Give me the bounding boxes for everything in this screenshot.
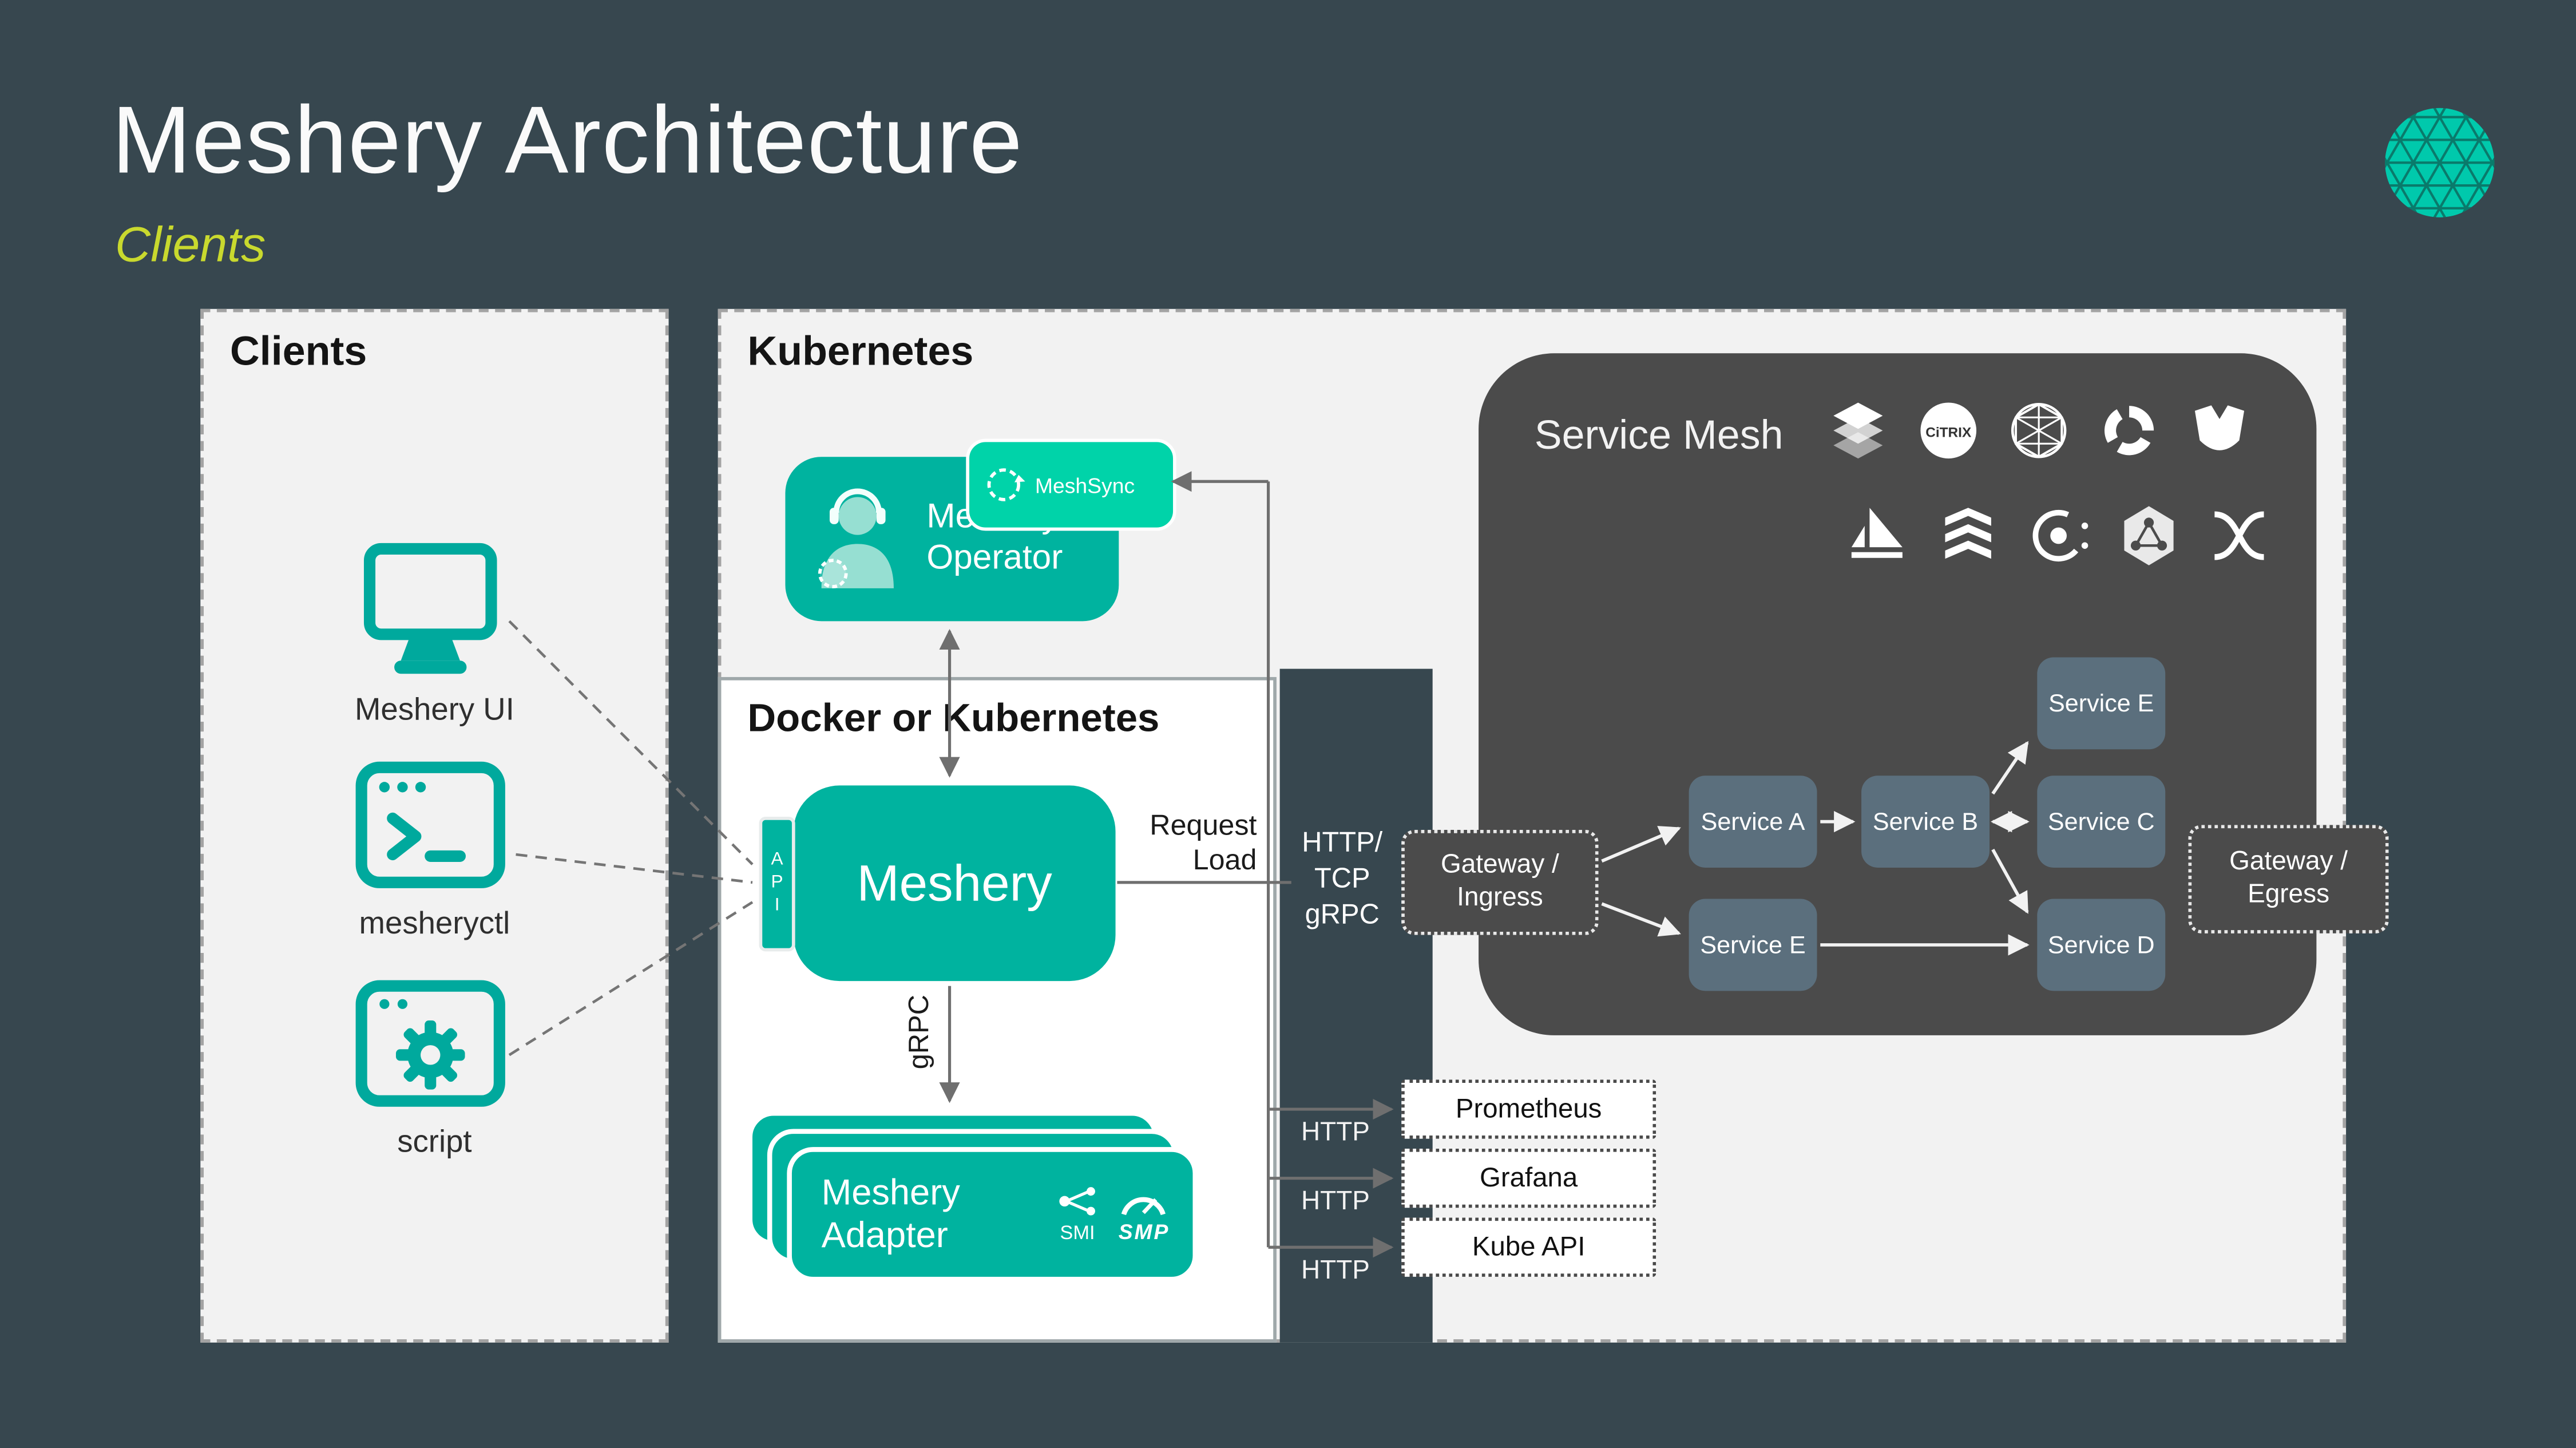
gateway-egress-node: Gateway / Egress bbox=[2188, 825, 2389, 933]
service-label: Service C bbox=[2047, 808, 2155, 836]
meshsync-label: MeshSync bbox=[1035, 472, 1135, 497]
swirl-mesh-icon bbox=[2105, 406, 2154, 456]
client-item-label: mesheryctl bbox=[359, 907, 510, 942]
service-node-e-bottom: Service E bbox=[1689, 899, 1817, 991]
service-mesh-label: Service Mesh bbox=[1534, 412, 1784, 459]
kube-api-node: Kube API bbox=[1401, 1217, 1656, 1277]
gear-window-icon bbox=[348, 978, 513, 1121]
grafana-node: Grafana bbox=[1401, 1148, 1656, 1208]
citrix-text: CiTRIX bbox=[1925, 425, 1972, 441]
meshery-label: Meshery bbox=[857, 853, 1052, 912]
citrix-icon: CiTRIX bbox=[1920, 402, 1977, 459]
http-tcp-grpc-label: HTTP/ TCP gRPC bbox=[1291, 825, 1393, 934]
mesh-logo-row-1: CiTRIX bbox=[1824, 396, 2254, 465]
client-item-label: Meshery UI bbox=[354, 693, 514, 728]
api-tab-label: API bbox=[767, 849, 787, 919]
service-node-a: Service A bbox=[1689, 776, 1817, 868]
sailboat-mesh-icon bbox=[1851, 508, 1903, 558]
hex-molecule-mesh-icon bbox=[2124, 506, 2174, 565]
service-label: Service E bbox=[2048, 689, 2154, 718]
http-label-prometheus: HTTP bbox=[1301, 1119, 1370, 1148]
client-item-label: script bbox=[397, 1125, 472, 1161]
meshery-adapter-node: Meshery Adapter SMI SMP bbox=[787, 1147, 1198, 1282]
http-label-kube: HTTP bbox=[1301, 1257, 1370, 1285]
knot-mesh-icon bbox=[2214, 511, 2265, 560]
layered-mesh-icon bbox=[1833, 402, 1883, 459]
meshery-api-tab: API bbox=[759, 816, 795, 952]
monitor-icon bbox=[348, 539, 513, 692]
endpoint-label: Grafana bbox=[1480, 1162, 1578, 1193]
smi-nodes-icon bbox=[1059, 1187, 1095, 1216]
kubernetes-panel-label: Kubernetes bbox=[747, 329, 974, 375]
operator-person-icon bbox=[805, 483, 910, 595]
service-label: Service A bbox=[1701, 808, 1805, 836]
request-load-label: Request Load bbox=[1150, 808, 1257, 877]
gateway-ingress-node: Gateway / Ingress bbox=[1401, 829, 1599, 935]
endpoint-label: Prometheus bbox=[1455, 1093, 1602, 1123]
service-node-c: Service C bbox=[2037, 776, 2166, 868]
smp-logo: SMP bbox=[1119, 1190, 1170, 1244]
smp-gauge-icon bbox=[1121, 1197, 1167, 1216]
clients-panel: Clients Meshery UI mesheryctl bbox=[200, 308, 669, 1343]
service-node-b: Service B bbox=[1861, 776, 1990, 868]
smi-logo: SMI bbox=[1056, 1185, 1099, 1244]
prometheus-node: Prometheus bbox=[1401, 1079, 1656, 1139]
docker-panel-label: Docker or Kubernetes bbox=[747, 697, 1160, 741]
terminal-icon bbox=[348, 759, 513, 902]
service-node-d: Service D bbox=[2037, 899, 2166, 991]
service-node-e-top: Service E bbox=[2037, 657, 2166, 750]
service-label: Service E bbox=[1700, 931, 1806, 959]
meshery-operator-node: Meshery Operator bbox=[785, 457, 1119, 622]
meshery-logo-icon bbox=[2379, 102, 2500, 223]
chevron-stack-mesh-icon bbox=[1945, 508, 1991, 559]
meshery-node: Meshery bbox=[793, 785, 1116, 982]
gauge-mesh-icon bbox=[2032, 509, 2088, 562]
meshery-adapter-label: Meshery Adapter bbox=[821, 1172, 960, 1256]
http-label-grafana: HTTP bbox=[1301, 1188, 1370, 1216]
sync-icon bbox=[987, 468, 1025, 501]
endpoint-label: Kube API bbox=[1472, 1231, 1586, 1261]
page-subtitle: Clients bbox=[114, 218, 266, 273]
page-title: Meshery Architecture bbox=[112, 87, 1024, 194]
service-label: Service D bbox=[2047, 931, 2155, 959]
service-label: Service B bbox=[1872, 808, 1979, 836]
smi-label: SMI bbox=[1060, 1221, 1095, 1244]
smp-label: SMP bbox=[1118, 1219, 1170, 1244]
service-mesh-box: Service Mesh CiTRIX bbox=[1479, 353, 2317, 1035]
clients-panel-label: Clients bbox=[229, 329, 367, 375]
geodesic-mesh-icon bbox=[2011, 403, 2067, 458]
meshsync-node: MeshSync bbox=[966, 438, 1176, 531]
shield-mesh-icon bbox=[2194, 402, 2245, 450]
mesh-logo-row-2 bbox=[1843, 501, 2273, 571]
grpc-label: gRPC bbox=[903, 995, 935, 1070]
